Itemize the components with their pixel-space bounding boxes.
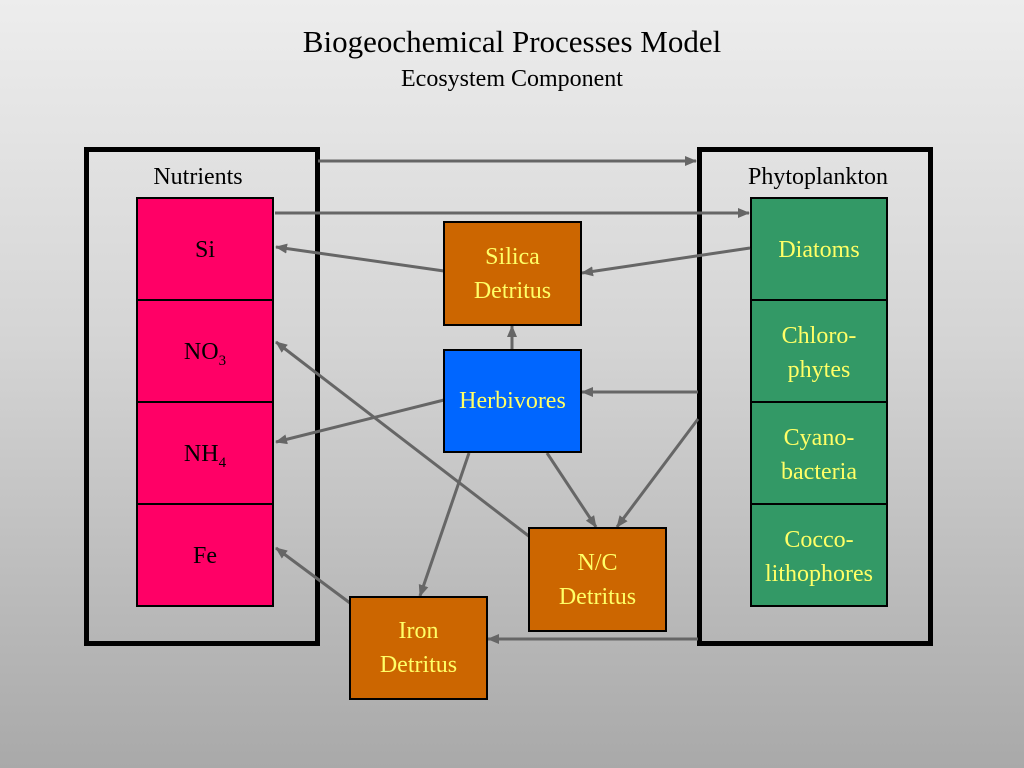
nc-detritus-box: N/C Detritus [528,527,667,632]
phyto-chlorophytes: Chloro- phytes [750,299,888,403]
phyto-coccolithophores-line2: lithophores [765,561,873,587]
phyto-coccolithophores-line1: Cocco- [784,527,854,553]
nutrient-fe: Fe [136,503,274,607]
phyto-diatoms-label: Diatoms [778,237,860,263]
nutrient-nh4: NH4 [136,401,274,505]
iron-detritus-line2: Detritus [379,652,458,678]
arrow-diatoms-to-silica-detritus [581,246,751,277]
nutrient-fe-label: Fe [193,543,217,569]
iron-detritus-line1: Iron [398,618,439,644]
arrow-iron-detritus-to-fe [275,546,351,605]
nutrient-si: Si [136,197,274,301]
silica-detritus-box: Silica Detritus [443,221,582,326]
nutrients-group [84,147,320,646]
herbivores-box: Herbivores [443,349,582,453]
phyto-diatoms: Diatoms [750,197,888,301]
silica-detritus-line1: Silica [485,243,540,270]
nutrient-si-label: Si [194,237,215,263]
phyto-chlorophytes-line2: phytes [787,357,851,383]
nutrients-label: Nutrients [153,164,243,190]
nc-detritus-line2: Detritus [558,583,637,610]
phyto-chlorophytes-line1: Chloro- [781,323,857,349]
phyto-coccolithophores: Cocco- lithophores [750,503,888,607]
silica-detritus-line2: Detritus [473,277,552,304]
herbivores-label: Herbivores [459,388,566,414]
phyto-cyanobacteria-line2: bacteria [781,459,857,485]
nc-detritus-line1: N/C [577,549,618,576]
nutrient-no3-label: NO [183,339,219,365]
phyto-cyanobacteria-line1: Cyano- [783,425,855,451]
phytoplankton-group [697,147,933,646]
arrow-silica-detritus-to-si [275,243,445,273]
arrow-herbivores-to-nc-detritus [545,452,598,528]
nutrient-nh4-label: NH [183,441,219,467]
diagram-subtitle: Ecosystem Component [401,66,623,92]
arrow-herbivores-to-nh4 [275,398,445,445]
iron-detritus-box: Iron Detritus [349,596,488,700]
phytoplankton-label: Phytoplankton [747,164,888,190]
diagram-title: Biogeochemical Processes Model [302,24,722,59]
arrow-nc-detritus-to-no3 [275,340,531,539]
arrow-phytoplankton-to-nc-detritus [615,418,700,528]
arrow-herbivores-to-iron-detritus [418,452,471,597]
